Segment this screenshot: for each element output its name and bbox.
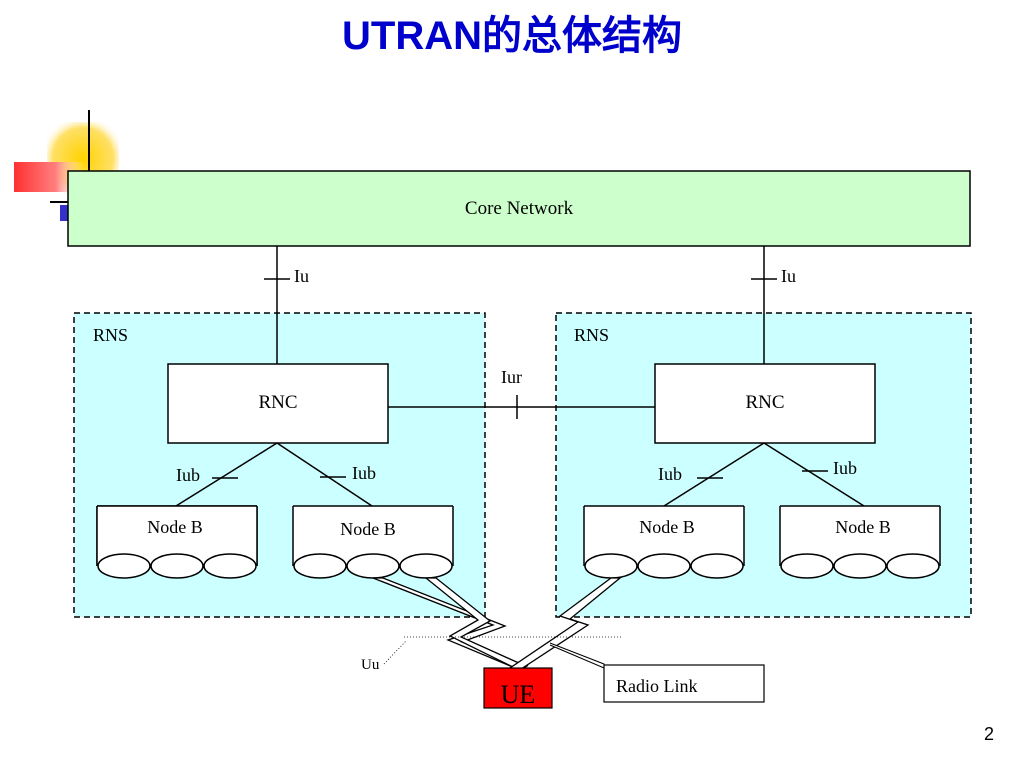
node-b-1 [96, 505, 258, 579]
uu-pointer [383, 640, 407, 665]
node-b-2 [292, 505, 454, 579]
rnc-left-label: RNC [258, 392, 297, 413]
iu-right-label: Iu [781, 266, 796, 286]
iu-link-left [264, 246, 290, 364]
rns-left-label: RNS [93, 325, 128, 345]
node-b-4 [779, 505, 941, 579]
node-b-3 [583, 505, 745, 579]
radio-link-callout-pointer [549, 642, 605, 669]
node-b-2-label: Node B [340, 519, 396, 539]
rnc-right-label: RNC [745, 392, 784, 413]
iub-label: Iub [352, 463, 376, 483]
uu-label: Uu [361, 657, 380, 673]
iur-label: Iur [501, 367, 522, 387]
iub-label: Iub [658, 464, 682, 484]
rnc-right-box [654, 363, 876, 444]
slide-title: UTRAN的总体结构 [342, 14, 682, 58]
node-b-3-label: Node B [639, 517, 695, 537]
ue-box [483, 667, 553, 709]
iur-link [388, 395, 655, 419]
node-b-1-label: Node B [147, 517, 203, 537]
core-network-box [67, 170, 971, 247]
iu-left-label: Iu [294, 266, 309, 286]
radio-link-callout [603, 664, 765, 703]
iub-links [175, 442, 865, 507]
rns-right-label: RNS [574, 325, 609, 345]
iub-label: Iub [833, 458, 857, 478]
core-network-label: Core Network [465, 198, 574, 219]
iub-label: Iub [176, 465, 200, 485]
radio-link-label: Radio Link [616, 676, 698, 696]
ue-label: UE [501, 680, 536, 709]
node-b-4-label: Node B [835, 517, 891, 537]
page-number: 2 [983, 724, 994, 744]
rnc-left-box [167, 363, 389, 444]
iu-link-right [751, 246, 777, 364]
